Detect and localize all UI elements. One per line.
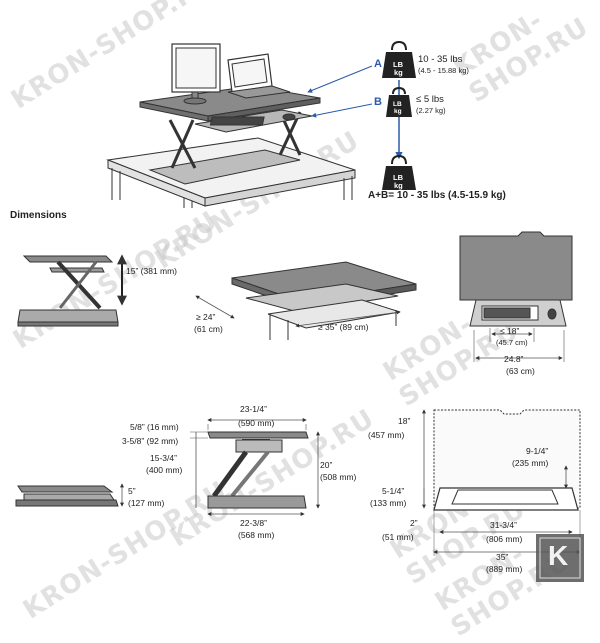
side-dims-diagram — [207, 431, 309, 509]
front-low-metric: (51 mm) — [382, 532, 414, 542]
depth-label: ≥ 24” — [196, 312, 216, 322]
front-diagram — [459, 231, 573, 327]
front-height-metric: (457 mm) — [368, 430, 405, 440]
side-top-label: 23-1/4” — [240, 404, 267, 414]
front-dims-diagram — [433, 409, 581, 511]
keyboard-width-label: ≤ 18” — [500, 326, 520, 336]
side-top-metric: (590 mm) — [238, 418, 275, 428]
keyboard-width-metric: (45.7 cm) — [496, 338, 528, 347]
logo-badge-letter: K — [548, 540, 569, 571]
front-kb-metric: (235 mm) — [512, 458, 549, 468]
logo-badge — [536, 534, 584, 582]
weight-tag: LB — [393, 60, 403, 69]
front-low-label: 2” — [410, 518, 418, 528]
front-width-label: 35” — [496, 552, 509, 562]
label-a: A — [374, 58, 382, 70]
side-height-label: 20” — [320, 460, 333, 470]
weight-total-text: A+B= 10 - 35 lbs (4.5-15.9 kg) — [368, 190, 506, 201]
weight-tag: kg — [394, 108, 402, 115]
line-art — [15, 40, 584, 582]
weight-b-range: ≤ 5 lbs — [416, 94, 444, 105]
collapsed-height-label: 5” — [128, 486, 136, 496]
side-b-label: 3-5/8” (92 mm) — [122, 436, 179, 446]
collapsed-height-metric: (127 mm) — [128, 498, 165, 508]
front-inner-label: 31-3/4” — [490, 520, 517, 530]
side-height-metric: (508 mm) — [320, 472, 357, 482]
front-width-metric: (889 mm) — [486, 564, 523, 574]
weight-icon — [382, 40, 416, 78]
weight-a-metric: (4.5 - 15.88 kg) — [418, 66, 469, 75]
side-raised-diagram — [17, 255, 119, 327]
width-label: ≥ 35” (89 cm) — [318, 322, 369, 332]
front-tray-metric: (133 mm) — [370, 498, 407, 508]
weight-icon — [386, 86, 412, 117]
base-width-metric: (63 cm) — [506, 366, 535, 376]
side-a-label: 5/8” (16 mm) — [130, 422, 179, 432]
base-width-label: 24.8” — [504, 354, 524, 364]
side-c-label: 15-3/4” — [150, 453, 177, 463]
weight-tag: kg — [394, 181, 403, 190]
front-inner-metric: (806 mm) — [486, 534, 523, 544]
front-tray-label: 5-1/4” — [382, 486, 405, 496]
weight-tag: LB — [393, 101, 402, 108]
section-title: Dimensions — [10, 210, 67, 221]
weight-total: A+B= 10 - 35 lbs (4.5-15.9 kg) — [368, 190, 506, 201]
side-base-metric: (568 mm) — [238, 530, 275, 540]
weight-tag: LB — [393, 173, 403, 182]
front-kb-label: 9-1/4” — [526, 446, 549, 456]
collapsed-diagram — [15, 485, 119, 507]
front-height-label: 18” — [398, 416, 411, 426]
weight-a-range: 10 - 35 lbs — [418, 54, 463, 65]
weight-tag: kg — [394, 68, 403, 77]
weight-icon — [382, 154, 416, 190]
desk-illustration — [106, 43, 356, 208]
side-c-metric: (400 mm) — [146, 465, 183, 475]
side-base-label: 22-3/8” — [240, 518, 267, 528]
label-b: B — [374, 96, 382, 108]
weight-b-metric: (2.27 kg) — [416, 106, 446, 115]
height-raise-label: 15” (381 mm) — [126, 266, 178, 276]
depth-metric-label: (61 cm) — [194, 324, 223, 334]
